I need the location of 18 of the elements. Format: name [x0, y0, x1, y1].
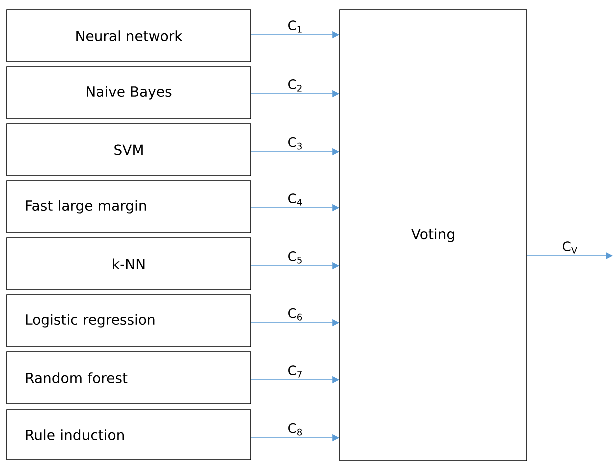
classifier-box: Logistic regression — [6, 294, 252, 348]
edge-label: C$_{4}$ — [288, 194, 302, 206]
edge-label: C$_{7}$ — [288, 366, 302, 378]
classifier-box: Rule induction — [6, 410, 252, 460]
classifier-box: Fast large margin — [6, 180, 252, 234]
classifier-box: Random forest — [6, 352, 252, 404]
edge-label: C$_{V}$ — [563, 242, 578, 254]
classifier-box: SVM — [6, 124, 252, 176]
voting-box: Voting — [340, 10, 528, 461]
edge-label: C$_{6}$ — [288, 308, 302, 321]
classifier-box: Naive Bayes — [6, 66, 252, 120]
classifier-box: Neural network — [6, 10, 252, 62]
edge-label: C$_{2}$ — [288, 80, 302, 92]
classifier-box: k-NN — [6, 238, 252, 290]
edge-label: C$_{1}$ — [288, 20, 302, 33]
edge-label: C$_{8}$ — [288, 423, 302, 436]
edge-label: C$_{3}$ — [288, 137, 302, 150]
edge-label: C$_{5}$ — [288, 252, 302, 264]
